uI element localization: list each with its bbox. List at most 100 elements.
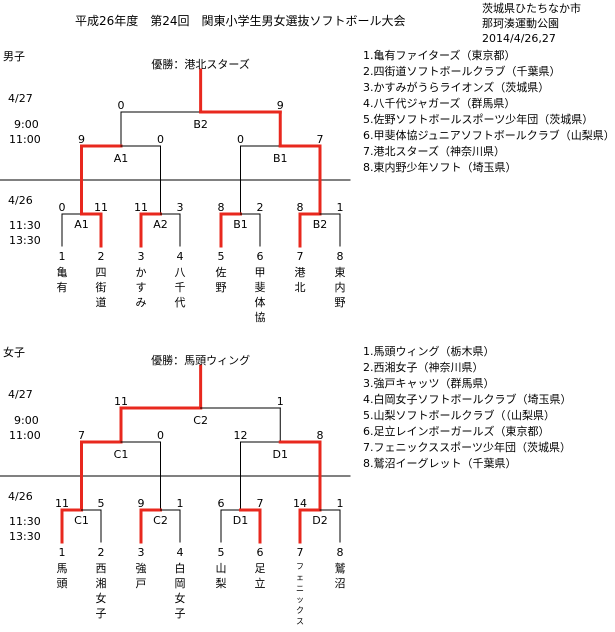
girls-semi-0-score-right: 0 (157, 429, 164, 442)
boys-r1-3-label: B2 (312, 218, 328, 231)
girls-slot-3-name: 強戸 (135, 562, 147, 590)
boys-team-list-item: 2.四街道ソフトボールクラブ（千葉県） (363, 65, 561, 78)
girls-r1-1-score-left: 9 (137, 497, 145, 510)
boys-slot-6-name: 甲斐体協 (254, 266, 266, 324)
boys-section-label: 男子 (3, 50, 25, 63)
girls-team-list-item: 5.山梨ソフトボールクラブ（（山梨県） (363, 409, 555, 422)
girls-day1-date: 4/26 (8, 490, 33, 503)
boys-slot-1-name: 亀有 (56, 266, 68, 294)
page-title: 平成26年度 第24回 関東小学生男女選抜ソフトボール大会 (75, 14, 406, 28)
boys-team-list-item: 5.佐野ソフトボールスポーツ少年団（茨城県） (363, 113, 594, 126)
boys-semi-1-label: B1 (272, 152, 288, 165)
boys-slot-3-number: 3 (137, 250, 145, 263)
girls-team-list-item: 1.馬頭ウィング（栃木県） (363, 345, 495, 358)
girls-team-list-item: 2.西湘女子（神奈川県） (363, 361, 484, 374)
girls-final-score-left: 11 (114, 395, 128, 408)
venue-park: 那珂湊運動公園 (482, 17, 559, 30)
girls-champion-label: 優勝：馬頭ウィング (151, 354, 251, 367)
boys-slot-8-name: 東内野 (334, 266, 346, 309)
girls-slot-8-number: 8 (336, 546, 344, 559)
girls-slot-6-name: 足立 (254, 562, 266, 590)
boys-r1-2-score-right: 2 (256, 201, 264, 214)
boys-slot-6-number: 6 (256, 250, 264, 263)
girls-r1-3-score-right: 1 (336, 497, 344, 510)
girls-day1-time-2: 13:30 (9, 530, 41, 543)
girls-slot-4-number: 4 (176, 546, 184, 559)
girls-slot-7-number: 7 (296, 546, 304, 559)
boys-slot-5-name: 佐野 (215, 266, 227, 294)
girls-r1-0-score-left: 11 (55, 497, 69, 510)
boys-semi-1-score-left: 0 (237, 133, 244, 146)
tournament-dates: 2014/4/26,27 (482, 32, 556, 45)
boys-day2-time-1: 9:00 (14, 118, 39, 131)
boys-slot-4-name: 八千代 (174, 266, 186, 309)
girls-slot-7-name: フェニックス (296, 562, 304, 626)
boys-r1-1-label: A2 (153, 218, 168, 231)
boys-final-label: B2 (193, 118, 208, 131)
boys-team-list-item: 7.港北スターズ（神奈川県） (363, 145, 505, 158)
boys-day1-date: 4/26 (8, 194, 33, 207)
boys-team-list-item: 6.甲斐体協ジュニアソフトボールクラブ（山梨県） (363, 129, 615, 142)
girls-r1-3-label: D2 (312, 514, 328, 527)
girls-final-label: C2 (193, 414, 208, 427)
boys-slot-1-number: 1 (58, 250, 66, 263)
girls-r1-2-label: D1 (232, 514, 249, 527)
girls-team-list-item: 6.足立レインボーガールズ（東京都） (363, 425, 550, 438)
girls-day2-date: 4/27 (8, 388, 33, 401)
boys-r1-3-score-right: 1 (336, 201, 344, 214)
boys-slot-2-number: 2 (97, 250, 105, 263)
girls-final-score-right: 1 (276, 395, 284, 408)
boys-final-score-right: 9 (276, 99, 284, 112)
girls-r1-2-score-right: 7 (256, 497, 264, 510)
boys-semi-0-label: A1 (113, 152, 129, 165)
girls-day1-time-1: 11:30 (9, 515, 41, 528)
boys-day1-time-2: 13:30 (9, 234, 41, 247)
girls-slot-6-number: 6 (256, 546, 264, 559)
girls-r1-2-score-left: 6 (217, 497, 225, 510)
girls-team-list-item: 7.フェニックススポーツ少年団（茨城県） (363, 441, 571, 454)
boys-r1-3-score-left: 8 (296, 201, 304, 214)
boys-slot-7-number: 7 (296, 250, 304, 263)
boys-slot-7-name: 港北 (294, 266, 306, 294)
girls-slot-2-number: 2 (97, 546, 105, 559)
girls-semi-1-label: D1 (272, 448, 288, 461)
boys-slot-8-number: 8 (336, 250, 344, 263)
boys-slot-2-name: 四街道 (95, 266, 107, 309)
boys-r1-2-score-left: 8 (217, 201, 225, 214)
boys-team-list-item: 3.かすみがうらライオンズ（茨城県） (363, 81, 550, 94)
girls-r1-1-score-right: 1 (176, 497, 184, 510)
girls-semi-1-score-right: 8 (316, 429, 324, 442)
boys-semi-0-score-right: 0 (157, 133, 164, 146)
boys-day2-time-2: 11:00 (9, 133, 41, 146)
girls-slot-4-name: 白岡女子 (174, 562, 186, 620)
boys-team-list-item: 8.東内野少年ソフト（埼玉県） (363, 161, 517, 174)
boys-r1-2-label: B1 (233, 218, 248, 231)
girls-section-label: 女子 (3, 346, 25, 359)
boys-semi-1-score-right: 7 (316, 133, 324, 146)
boys-slot-3-name: かすみ (135, 266, 147, 309)
girls-r1-1-label: C2 (153, 514, 168, 527)
boys-team-list-item: 1.亀有ファイターズ（東京都） (363, 49, 516, 62)
boys-r1-0-score-left: 0 (58, 201, 66, 214)
girls-day2-time-2: 11:00 (9, 429, 41, 442)
girls-slot-3-number: 3 (137, 546, 145, 559)
girls-slot-5-name: 山梨 (215, 562, 227, 590)
girls-day2-time-1: 9:00 (14, 414, 39, 427)
girls-r1-3-score-left: 14 (293, 497, 307, 510)
girls-slot-1-name: 馬頭 (56, 562, 68, 590)
girls-slot-2-name: 西湘女子 (95, 562, 107, 620)
bracket-lines (0, 68, 351, 544)
boys-champion-label: 優勝：港北スターズ (151, 58, 250, 71)
boys-r1-1-score-left: 11 (134, 201, 148, 214)
girls-semi-1-score-left: 12 (233, 429, 248, 442)
girls-semi-0-score-left: 7 (78, 429, 85, 442)
boys-r1-1-score-right: 3 (176, 201, 184, 214)
boys-team-list-item: 4.八千代ジャガーズ（群馬県） (363, 97, 516, 110)
girls-team-list-item: 4.白岡女子ソフトボールクラブ（埼玉県） (363, 393, 572, 406)
girls-slot-5-number: 5 (217, 546, 225, 559)
boys-day1-time-1: 11:30 (9, 219, 41, 232)
boys-r1-0-label: A1 (74, 218, 89, 231)
girls-team-list-item: 3.強戸キャッツ（群馬県） (363, 377, 495, 390)
boys-r1-0-score-right: 11 (94, 201, 108, 214)
